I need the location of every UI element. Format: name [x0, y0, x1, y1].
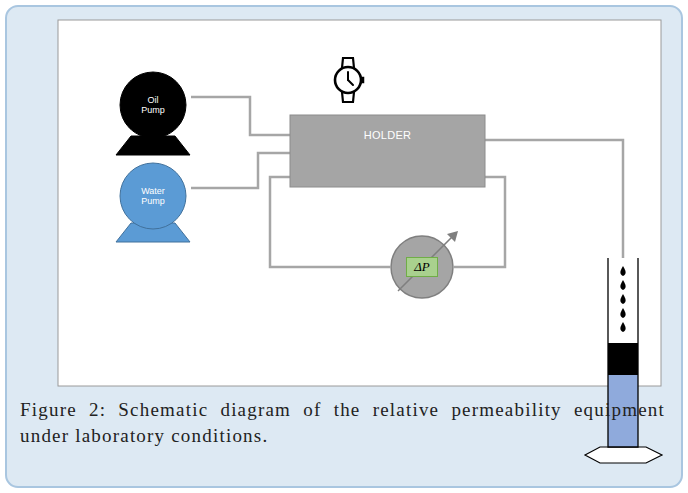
gauge-label: ΔP	[406, 257, 438, 277]
gauge-needle	[398, 233, 456, 291]
oil-column	[608, 343, 638, 375]
pipe-connector	[191, 153, 290, 188]
oil-drop	[620, 294, 625, 304]
caption-text: Figure 2: Schematic diagram of the relat…	[20, 399, 665, 446]
oil-drop	[620, 266, 625, 276]
pump-body	[120, 72, 186, 138]
pump-body	[120, 163, 186, 229]
pump-label: Oil Pump	[136, 95, 170, 116]
core-holder-outline	[290, 115, 485, 187]
gauge-needle-head	[447, 231, 458, 242]
pump-base	[116, 136, 190, 155]
oil-drops	[620, 266, 625, 332]
cylinder-base	[585, 447, 662, 463]
core-holder: HOLDER	[290, 115, 485, 187]
pressure-gauge: ΔP	[390, 235, 454, 299]
oil-drop	[620, 308, 625, 318]
pipe-connector	[191, 97, 290, 135]
watch-icon	[335, 58, 364, 102]
oil-pump: Oil Pump	[115, 72, 191, 156]
graduated-cylinder	[585, 258, 662, 463]
pipe-connector	[454, 177, 505, 267]
holder-box	[290, 115, 485, 187]
pipe-connector	[270, 177, 390, 267]
oil-drop	[620, 322, 625, 332]
drawing-panel	[58, 20, 661, 386]
water-pump: Water Pump	[115, 163, 191, 243]
oil-drop	[620, 280, 625, 290]
figure-frame	[6, 6, 682, 487]
pump-label: Water Pump	[136, 186, 170, 207]
figure-caption: Figure 2: Schematic diagram of the relat…	[20, 397, 665, 449]
box-label: HOLDER	[364, 129, 412, 141]
